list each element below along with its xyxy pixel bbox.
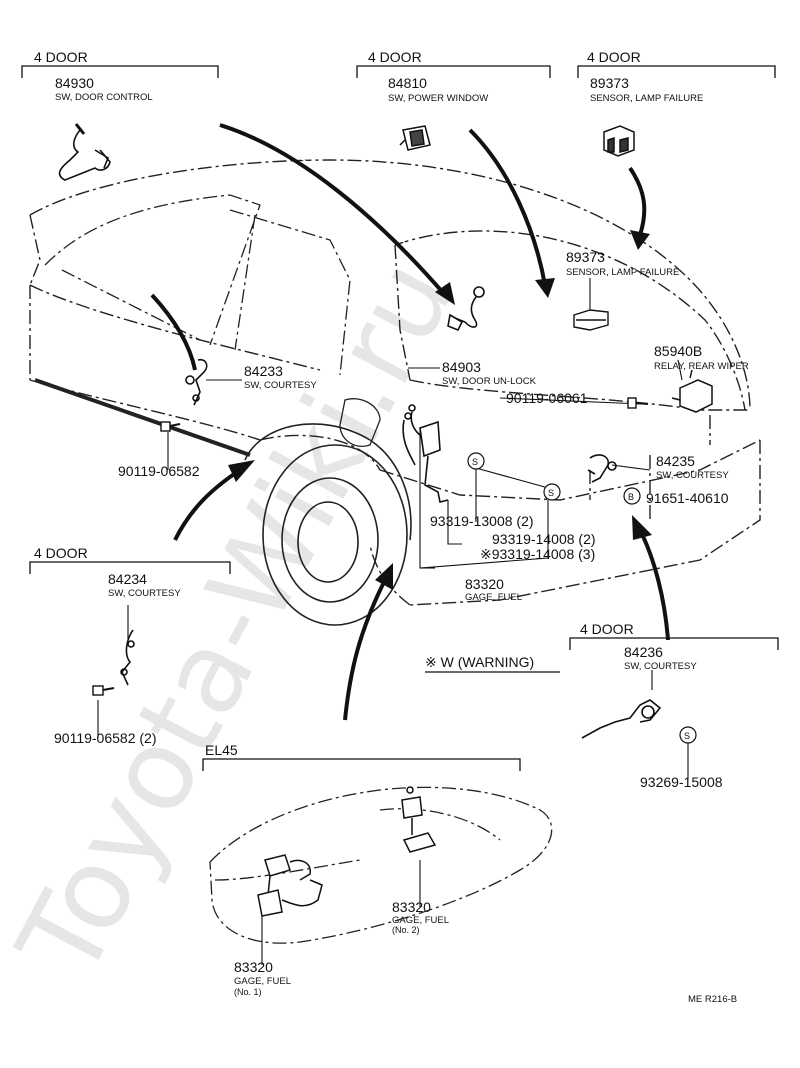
- svg-text:83320: 83320: [234, 959, 273, 975]
- svg-text:S: S: [548, 488, 554, 498]
- part-label-83320-main: 83320 GAGE, FUEL: [465, 576, 522, 603]
- bolt-icon: [627, 397, 649, 409]
- fastener-label-93269-15008: 93269-15008: [640, 774, 723, 790]
- door-control-switch-icon: [58, 123, 111, 181]
- bolt-symbol-b: B: [623, 487, 641, 505]
- svg-text:84930: 84930: [55, 75, 94, 91]
- fastener-label-93319-13008: 93319-13008 (2): [430, 513, 534, 529]
- part-label-84810: 84810 SW, POWER WINDOW: [388, 75, 488, 104]
- svg-text:SW, DOOR CONTROL: SW, DOOR CONTROL: [55, 92, 153, 103]
- fuel-gage-no1-icon: [257, 854, 323, 917]
- part-label-83320-no1: 83320 GAGE, FUEL (No. 1): [234, 959, 291, 997]
- svg-text:84903: 84903: [442, 359, 481, 375]
- svg-text:(No. 1): (No. 1): [234, 987, 262, 997]
- arrow-to-84233: [150, 293, 197, 371]
- svg-text:SW, DOOR UN-LOCK: SW, DOOR UN-LOCK: [442, 376, 537, 387]
- car-windows: [44, 194, 351, 376]
- header-top-right: 4 DOOR: [587, 49, 641, 65]
- header-mid-right: 4 DOOR: [580, 621, 634, 637]
- part-label-84903: 84903 SW, DOOR UN-LOCK: [442, 359, 537, 387]
- arrow-from-84236: [632, 515, 670, 641]
- svg-text:GAGE, FUEL: GAGE, FUEL: [392, 915, 449, 926]
- svg-text:89373: 89373: [566, 249, 605, 265]
- arrow-to-89373: [628, 166, 650, 250]
- svg-text:SW, COURTESY: SW, COURTESY: [624, 661, 697, 672]
- fastener-label-90119-06582-2: 90119-06582 (2): [54, 730, 156, 746]
- fuel-door: [339, 398, 381, 447]
- svg-text:SENSOR, LAMP FAILURE: SENSOR, LAMP FAILURE: [590, 93, 703, 104]
- svg-text:84810: 84810: [388, 75, 427, 91]
- header-top-left: 4 DOOR: [34, 49, 88, 65]
- arrow-from-84234: [173, 460, 255, 541]
- power-window-switch-icon: [399, 125, 431, 151]
- courtesy-switch-84235-icon: [587, 454, 617, 483]
- svg-text:B: B: [628, 492, 634, 502]
- svg-text:83320: 83320: [465, 576, 504, 592]
- svg-text:S: S: [472, 457, 478, 467]
- courtesy-switch-84234-icon: [120, 629, 135, 686]
- svg-text:89373: 89373: [590, 75, 629, 91]
- part-label-85940b: 85940B RELAY, REAR WIPER: [654, 343, 749, 372]
- header-brackets: [21, 65, 779, 771]
- svg-text:84235: 84235: [656, 453, 695, 469]
- screw-pair-icon: [92, 685, 115, 696]
- part-label-84930: 84930 SW, DOOR CONTROL: [55, 75, 153, 103]
- fastener-label-90119-06582: 90119-06582: [118, 463, 200, 479]
- el45-tank-outline: [209, 786, 553, 944]
- fastener-label-93319-14008: 93319-14008 (2): [492, 531, 596, 547]
- svg-text:84236: 84236: [624, 644, 663, 660]
- arrow-to-84903: [219, 121, 455, 305]
- watermark: Toyota-Wiki.ru: [0, 240, 479, 999]
- rear-wiper-relay-icon: [671, 369, 713, 413]
- part-label-83320-no2: 83320 GAGE, FUEL (No. 2): [392, 899, 449, 935]
- courtesy-switch-84236-icon: [581, 699, 662, 739]
- wheel-arch-and-tire: [34, 378, 412, 626]
- svg-text:(No. 2): (No. 2): [392, 925, 420, 935]
- fastener-label-91651-40610: 91651-40610: [646, 490, 729, 506]
- fuel-gage-main-icon: [402, 404, 449, 503]
- arrow-from-84810: [468, 128, 555, 298]
- lamp-failure-sensor-lower-icon: [573, 309, 609, 331]
- screw-symbol-s-1: S: [467, 452, 485, 470]
- header-el45: EL45: [205, 742, 238, 758]
- part-label-89373-top: 89373 SENSOR, LAMP FAILURE: [590, 75, 703, 104]
- fuel-gage-no2-icon: [401, 786, 437, 853]
- part-label-89373: 89373 SENSOR, LAMP FAILURE: [566, 249, 679, 278]
- part-label-84234: 84234 SW, COURTESY: [108, 571, 181, 599]
- arrow-from-el45: [343, 563, 393, 721]
- fastener-label-93319-14008-warning: ※93319-14008 (3): [480, 546, 595, 562]
- header-top-middle: 4 DOOR: [368, 49, 422, 65]
- svg-text:SW, COURTESY: SW, COURTESY: [244, 380, 317, 391]
- part-label-84235: 84235 SW, COURTESY: [656, 453, 729, 481]
- screw-symbol-s-2: S: [543, 483, 561, 501]
- svg-text:RELAY, REAR WIPER: RELAY, REAR WIPER: [654, 361, 749, 372]
- part-label-84236: 84236 SW, COURTESY: [624, 644, 697, 672]
- svg-text:GAGE, FUEL: GAGE, FUEL: [465, 592, 522, 603]
- screw-symbol-s-3: S: [679, 726, 697, 744]
- courtesy-switch-84233-icon: [185, 358, 208, 406]
- svg-text:84234: 84234: [108, 571, 147, 587]
- svg-text:SW, COURTESY: SW, COURTESY: [656, 470, 729, 481]
- svg-text:84233: 84233: [244, 363, 283, 379]
- warning-note: ※ W (WARNING): [425, 654, 534, 670]
- svg-text:SENSOR, LAMP FAILURE: SENSOR, LAMP FAILURE: [566, 267, 679, 278]
- svg-text:83320: 83320: [392, 899, 431, 915]
- part-label-84233: 84233 SW, COURTESY: [244, 363, 317, 391]
- header-mid-left: 4 DOOR: [34, 545, 88, 561]
- fastener-label-90119-06061: 90119-06061: [506, 390, 588, 406]
- screw-icon: [160, 421, 181, 432]
- door-unlock-switch-icon: [447, 286, 485, 332]
- svg-text:SW, POWER WINDOW: SW, POWER WINDOW: [388, 93, 488, 104]
- svg-text:SW, COURTESY: SW, COURTESY: [108, 588, 181, 599]
- sheet-code: ME R216-B: [688, 994, 737, 1005]
- lamp-failure-sensor-icon: [603, 125, 635, 157]
- svg-text:85940B: 85940B: [654, 343, 702, 359]
- svg-text:GAGE, FUEL: GAGE, FUEL: [234, 976, 291, 987]
- svg-text:S: S: [684, 731, 690, 741]
